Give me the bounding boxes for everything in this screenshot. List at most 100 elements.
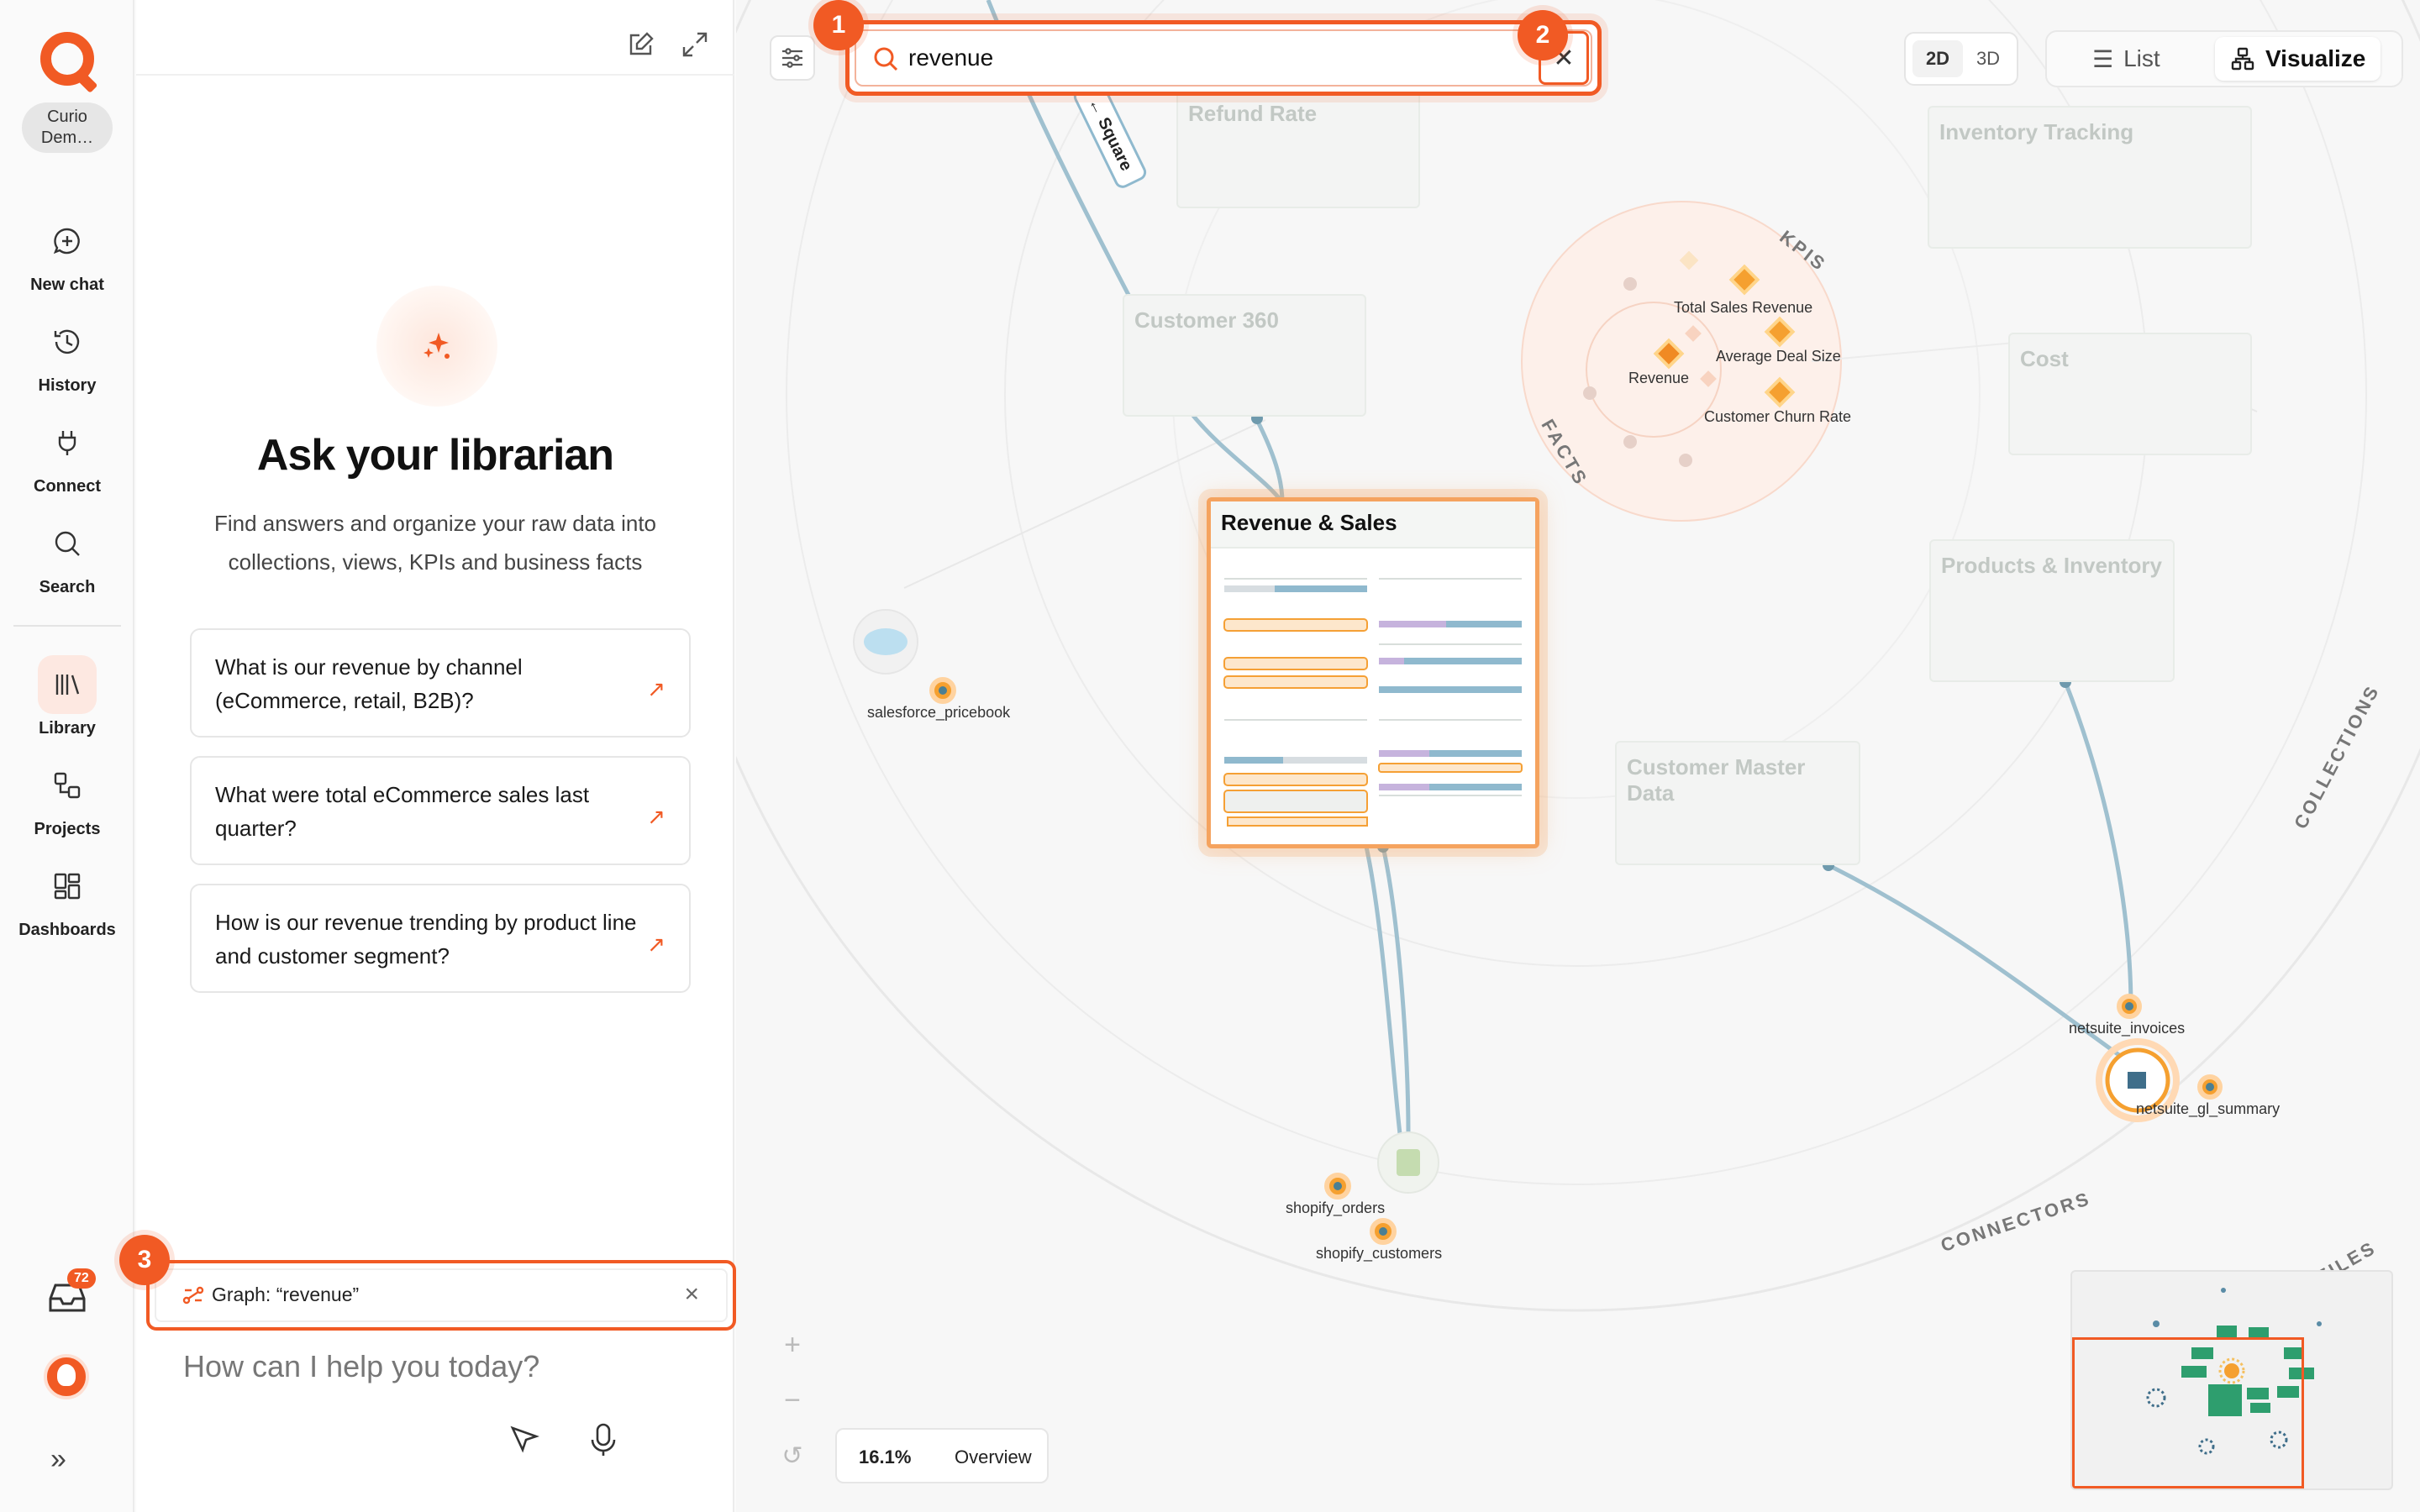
suggestion-card[interactable]: How is our revenue trending by product l… [190, 884, 691, 993]
expand-sidebar-icon[interactable]: » [50, 1443, 66, 1475]
app-logo[interactable] [40, 32, 94, 86]
kpi-diamond[interactable] [1764, 376, 1796, 408]
kpi-diamond[interactable] [1764, 316, 1796, 348]
source-label[interactable]: shopify_orders [1286, 1200, 1386, 1216]
suggestion-card[interactable]: What is our revenue by channel (eCommerc… [190, 628, 691, 738]
fact-diamond [1685, 325, 1702, 342]
collection-card-preview [1223, 578, 1523, 827]
list-view-button[interactable]: ☰ List [2077, 37, 2175, 81]
plug-icon [38, 413, 97, 472]
rail-new-chat[interactable]: New chat [0, 212, 134, 295]
collection-card-refund-rate[interactable]: Refund Rate [1176, 87, 1420, 208]
source-label[interactable]: netsuite_invoices [2069, 1020, 2186, 1037]
edge-revenue-to-shopify-2 [1381, 846, 1411, 1135]
search-icon [871, 45, 900, 73]
graph-minimap[interactable] [2070, 1270, 2393, 1490]
arrow-left-icon: ← [1085, 94, 1109, 118]
facts-inner-ring [1586, 302, 1722, 438]
rail-connect-label: Connect [34, 477, 101, 496]
chat-toolbar [136, 0, 734, 76]
source-label[interactable]: salesforce_pricebook [867, 704, 1011, 721]
kpi-label[interactable]: Average Deal Size [1716, 348, 1841, 365]
compose-icon[interactable] [627, 30, 655, 59]
collection-card-products-inventory[interactable]: Products & Inventory [1929, 539, 2175, 682]
rail-history-label: History [38, 376, 97, 395]
rail-history[interactable]: History [0, 312, 134, 396]
dimension-3d-button[interactable]: 3D [1975, 48, 2001, 69]
collection-card-cost[interactable]: Cost [2008, 333, 2252, 455]
zoom-out-button[interactable]: − [784, 1383, 801, 1416]
microphone-icon[interactable] [587, 1421, 620, 1458]
annotation-badge: 3 [119, 1235, 170, 1285]
inbox-icon [49, 1284, 86, 1312]
minimap-layer [2146, 1288, 2322, 1455]
send-icon[interactable] [508, 1423, 541, 1457]
inbox-button[interactable] [42, 1273, 92, 1324]
expand-icon[interactable] [681, 30, 709, 59]
faded-edge [903, 419, 1266, 589]
edge-customer-master-to-netsuite [1827, 863, 2139, 1071]
graph-search-input[interactable] [908, 41, 1497, 75]
suggestion-card[interactable]: What were total eCommerce sales last qua… [190, 756, 691, 865]
zoom-percentage: 16.1% [859, 1446, 912, 1467]
workspace-switcher[interactable]: Curio Dem… [22, 102, 113, 153]
remove-context-icon[interactable]: × [684, 1280, 699, 1308]
filter-button[interactable] [770, 35, 815, 81]
rail-dashboards[interactable]: Dashboards [0, 857, 134, 940]
fact-dot [1623, 277, 1637, 291]
collection-card-customer-master-data[interactable]: Customer Master Data [1615, 741, 1860, 865]
rail-library-label: Library [39, 719, 96, 738]
collection-card-inventory-tracking[interactable]: Inventory Tracking [1928, 106, 2252, 249]
dimension-2d-button[interactable]: 2D [1912, 40, 1963, 77]
search-icon [38, 514, 97, 573]
graph-canvas[interactable]: KPIS FACTS COLLECTIONS CONNECTORS FILES … [736, 0, 2420, 1512]
kpi-label[interactable]: Revenue [1628, 370, 1690, 386]
rail-search[interactable]: Search [0, 514, 134, 597]
fact-diamond [1700, 370, 1717, 387]
source-label[interactable]: netsuite_gl_summary [2136, 1100, 2281, 1117]
collection-card-customer-360[interactable]: Customer 360 [1123, 294, 1366, 417]
list-icon: ☰ [2092, 45, 2114, 72]
edge-revenue-to-shopify [1364, 846, 1402, 1135]
source-node-salesforce[interactable] [853, 609, 956, 704]
annotation-badge: 1 [813, 0, 864, 50]
edge-products-to-netsuite [2063, 681, 2133, 1009]
edge-customer360-to-revenue [1255, 418, 1285, 503]
overview-button[interactable]: Overview [955, 1446, 1032, 1467]
fact-dot [1623, 435, 1637, 449]
kpi-diamond[interactable] [1653, 338, 1685, 370]
reset-view-icon[interactable]: ↺ [781, 1441, 803, 1470]
rail-library[interactable]: Library [0, 655, 134, 738]
projects-icon [38, 756, 97, 815]
minimap-viewport[interactable] [2072, 1337, 2304, 1488]
collection-card-title: Customer 360 [1134, 307, 1279, 333]
graph-context-pill-inner [155, 1268, 728, 1322]
chat-input[interactable]: How can I help you today? [183, 1349, 540, 1383]
visualize-view-label: Visualize [2265, 45, 2366, 71]
source-node-netsuite[interactable] [2096, 994, 2223, 1122]
source-label[interactable]: shopify_customers [1316, 1245, 1443, 1262]
user-avatar[interactable] [44, 1354, 89, 1399]
history-icon [38, 312, 97, 371]
kpi-label[interactable]: Total Sales Revenue [1674, 299, 1813, 316]
collection-card-title: Refund Rate [1188, 101, 1318, 126]
list-view-label: List [2123, 45, 2160, 71]
sparkle-icon [376, 286, 497, 407]
ring-outer [736, 0, 2420, 1312]
collection-card-revenue-sales[interactable]: Revenue & Sales [1207, 497, 1539, 848]
source-node-shopify[interactable] [1324, 1131, 1439, 1245]
kpi-label[interactable]: Customer Churn Rate [1704, 408, 1852, 425]
rail-dashboards-label: Dashboards [18, 921, 116, 939]
rail-projects[interactable]: Projects [0, 756, 134, 839]
collection-card-title: Products & Inventory [1941, 553, 2162, 578]
zoom-readout: 16.1% Overview [835, 1428, 1049, 1483]
visualize-view-button[interactable]: Visualize [2215, 37, 2381, 81]
kpi-diamond[interactable] [1728, 264, 1760, 296]
left-rail: Curio Dem… New chat History Connect Sear… [0, 0, 134, 1512]
rail-connect[interactable]: Connect [0, 413, 134, 496]
arrow-up-right-icon: ↗ [647, 932, 666, 957]
ring-files [786, 0, 2367, 1185]
zoom-in-button[interactable]: + [784, 1328, 801, 1361]
graph-icon [182, 1284, 205, 1307]
collection-card-title: Cost [2020, 346, 2069, 371]
